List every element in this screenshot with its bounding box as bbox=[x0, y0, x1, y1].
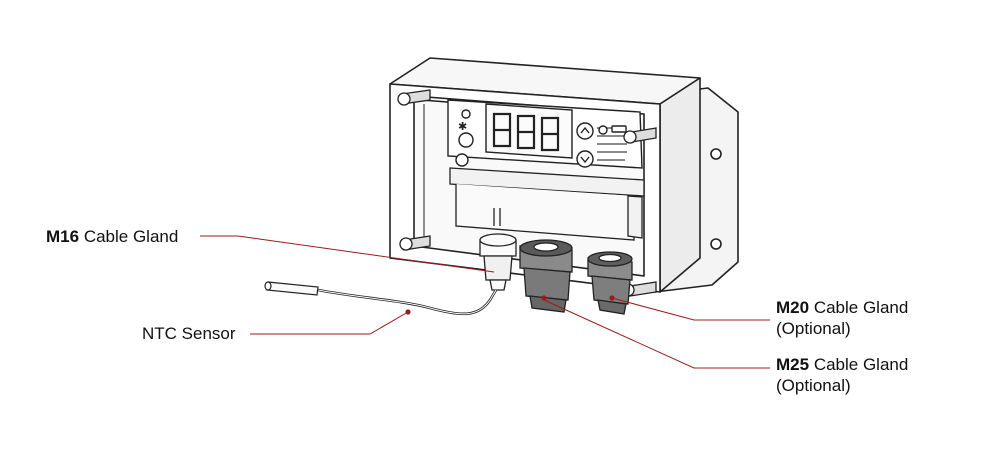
set-button-icon bbox=[458, 132, 474, 148]
label-m16-text: Cable Gland bbox=[83, 227, 179, 246]
screw-top-left-icon bbox=[397, 89, 431, 106]
dot-m20 bbox=[609, 295, 615, 301]
ntc-sensor bbox=[264, 281, 498, 316]
led-digit-2 bbox=[516, 114, 536, 150]
label-ntc-sensor: NTC Sensor bbox=[142, 323, 236, 344]
flange-hole-bottom bbox=[710, 238, 722, 250]
label-m20-cable-gland: M20 Cable Gland (Optional) bbox=[776, 297, 908, 339]
dot-ntc bbox=[405, 309, 411, 315]
leader-lines bbox=[200, 235, 770, 369]
dot-m25 bbox=[541, 295, 547, 301]
m20-cable-gland bbox=[587, 251, 633, 315]
terminal-block bbox=[449, 167, 645, 241]
m16-cable-gland bbox=[479, 233, 517, 291]
left-knob-icon bbox=[455, 153, 469, 167]
down-button-icon bbox=[576, 150, 594, 168]
leader-m16 bbox=[200, 235, 495, 273]
label-m25-text: Cable Gland bbox=[813, 355, 909, 374]
leader-m25 bbox=[543, 299, 770, 369]
label-m20-text: Cable Gland bbox=[813, 298, 909, 317]
label-m25-cable-gland: M25 Cable Gland (Optional) bbox=[776, 354, 908, 396]
leader-m20 bbox=[611, 297, 770, 321]
label-m20-code: M20 bbox=[776, 298, 810, 317]
screws bbox=[397, 89, 657, 297]
leader-ntc bbox=[250, 311, 409, 335]
up-button-icon bbox=[576, 122, 594, 140]
snowflake-icon: ✱ bbox=[458, 120, 467, 133]
label-m16-code: M16 bbox=[46, 227, 80, 246]
label-ntc-text: NTC Sensor bbox=[142, 324, 236, 343]
led-digit-3 bbox=[540, 116, 560, 152]
led-digit-1 bbox=[492, 112, 512, 148]
label-m25-code: M25 bbox=[776, 355, 810, 374]
label-m25-note: (Optional) bbox=[776, 376, 851, 395]
usb-port-icon bbox=[611, 125, 627, 133]
label-m20-note: (Optional) bbox=[776, 319, 851, 338]
screw-bottom-left-icon bbox=[399, 235, 431, 251]
led-digits bbox=[492, 112, 560, 152]
screw-top-right-icon bbox=[623, 127, 657, 144]
indicator-light-icon bbox=[461, 109, 471, 119]
face-panel: ✱ bbox=[447, 99, 643, 169]
flange-hole-top bbox=[710, 148, 722, 160]
power-icon bbox=[598, 125, 608, 135]
m25-cable-gland bbox=[519, 239, 573, 313]
enclosure-right-wall bbox=[659, 77, 701, 293]
leader-dots bbox=[405, 295, 615, 315]
ntc-probe bbox=[266, 281, 319, 296]
label-m16-cable-gland: M16 Cable Gland bbox=[46, 226, 178, 247]
